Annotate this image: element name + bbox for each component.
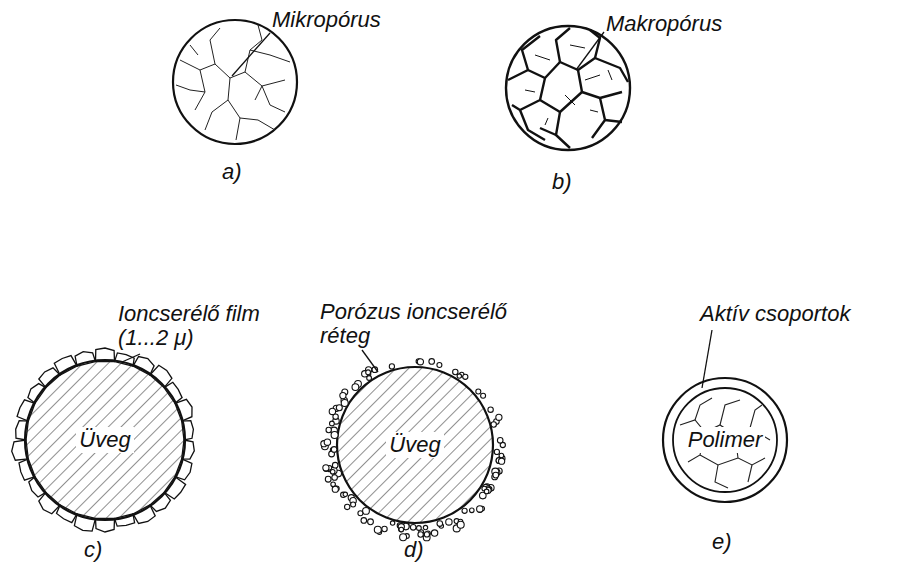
bead (463, 374, 468, 379)
bead (345, 504, 350, 509)
bead (382, 526, 387, 531)
figure-letter: e) (712, 530, 732, 554)
bead (423, 525, 427, 529)
bead (496, 414, 502, 420)
bead (429, 359, 435, 365)
bead (341, 400, 348, 407)
core-label: Polimer (685, 427, 766, 453)
leader-label: Mikropórus (272, 8, 381, 32)
bead (368, 519, 374, 525)
bead (361, 518, 367, 524)
bead (352, 384, 359, 391)
bead (332, 462, 338, 468)
bead (367, 376, 372, 381)
bead (326, 427, 331, 432)
bead (325, 476, 331, 482)
figure-letter: c) (84, 538, 102, 562)
bead (329, 408, 335, 414)
bead (331, 482, 336, 487)
bead (324, 439, 330, 445)
core-label: Üveg (76, 427, 133, 453)
bead (488, 407, 493, 412)
bead (476, 389, 481, 394)
bead (332, 475, 338, 481)
bead (481, 393, 486, 398)
bead (323, 465, 329, 471)
bead (484, 489, 489, 494)
bead (389, 364, 394, 369)
bead (470, 508, 475, 513)
leader-label: Aktív csoportok (700, 302, 850, 326)
bead (366, 370, 371, 375)
bead (477, 506, 483, 512)
particle-core: Polimer (681, 424, 770, 456)
figure-letter: b) (552, 170, 572, 194)
particle-core: Üveg (382, 429, 448, 461)
bead (363, 508, 370, 515)
bead (336, 405, 342, 411)
core-label: Üveg (386, 432, 443, 458)
bead (417, 359, 423, 365)
bead (331, 447, 337, 453)
figure-letter: d) (404, 538, 424, 562)
bead (343, 492, 347, 496)
bead (417, 526, 422, 531)
bead (351, 502, 356, 507)
bead (418, 532, 423, 537)
bead (358, 511, 363, 516)
bead (424, 532, 429, 537)
bead (457, 521, 464, 528)
figure-letter: a) (222, 160, 242, 184)
bead (499, 453, 504, 458)
bead (453, 369, 458, 374)
bead (340, 393, 346, 399)
bead (446, 519, 452, 525)
bead (410, 525, 416, 531)
bead (390, 521, 394, 525)
bead (457, 374, 461, 378)
leader-label: Ioncserélő film (1...2 μ) (118, 302, 268, 350)
bead (431, 530, 437, 536)
bead (399, 527, 404, 532)
bead (330, 470, 335, 475)
leader-label: Makropórus (606, 12, 722, 36)
bead (399, 527, 404, 532)
bead (437, 363, 442, 368)
bead (462, 508, 467, 513)
bead (494, 449, 499, 454)
bead (493, 472, 499, 478)
bead (374, 526, 381, 533)
bead (499, 458, 505, 464)
bead (331, 432, 338, 439)
bead (330, 421, 335, 426)
bead (491, 422, 496, 427)
particle-core: Üveg (72, 424, 138, 456)
leader-label: Porózus ioncserélő réteg (320, 300, 520, 348)
bead (497, 438, 503, 444)
bead (437, 521, 443, 527)
